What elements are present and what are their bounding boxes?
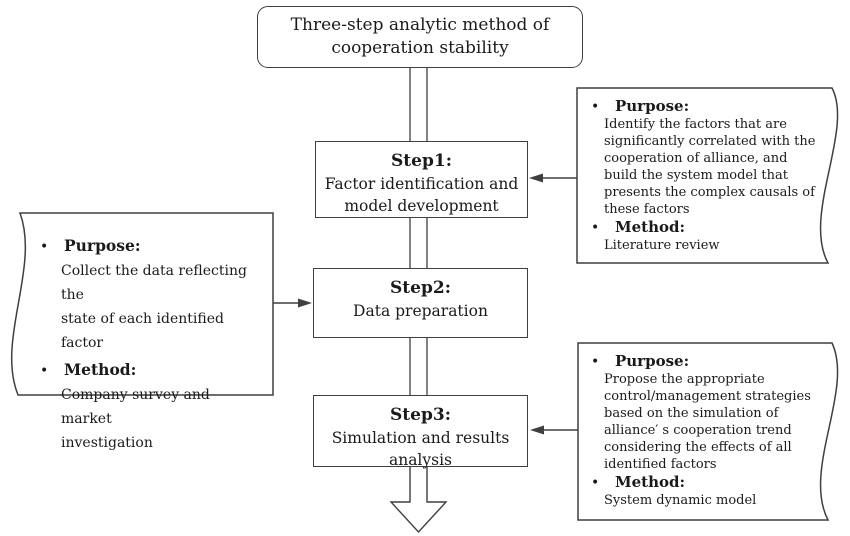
arrow-note2-to-step2 — [273, 298, 312, 308]
method-label: Method: — [64, 360, 137, 379]
purpose-text: Identify the factors that are significan… — [604, 117, 816, 217]
bullet-icon: • — [591, 220, 600, 236]
diagram-title: Three-step analytic method of cooperatio… — [290, 15, 550, 58]
step1-box: Step1: Factor identification and model d… — [315, 141, 528, 218]
step2-heading: Step2: — [390, 278, 451, 298]
shaft-segment-mid1 — [409, 218, 428, 268]
purpose-row: • Purpose: — [591, 352, 837, 371]
arrow-note3-to-step3 — [530, 425, 578, 435]
bullet-icon: • — [591, 354, 600, 370]
step1-body: Factor identification and model developm… — [324, 175, 519, 215]
purpose-label: Purpose: — [64, 236, 141, 255]
bullet-icon: • — [591, 99, 600, 115]
step1-note: • Purpose: Identify the factors that are… — [591, 88, 837, 272]
method-text: System dynamic model — [604, 493, 757, 508]
shaft-segment-top — [409, 68, 428, 141]
purpose-label: Purpose: — [615, 352, 690, 370]
note-step3-shape — [577, 342, 839, 521]
step2-box: Step2: Data preparation — [313, 268, 528, 338]
bullet-icon: • — [40, 239, 49, 255]
note-step2-shape — [10, 212, 274, 396]
bottom-hollow-arrow — [389, 467, 448, 534]
purpose-label: Purpose: — [615, 97, 690, 115]
arrow-note1-to-step1 — [529, 173, 577, 183]
title-box: Three-step analytic method of cooperatio… — [257, 6, 583, 68]
note-step1-shape — [576, 87, 839, 264]
purpose-row: • Purpose: — [40, 235, 260, 257]
purpose-row: • Purpose: — [591, 97, 837, 116]
step3-note: • Purpose: Propose the appropriate contr… — [591, 343, 837, 529]
shaft-segment-mid2 — [409, 338, 428, 395]
step3-heading: Step3: — [390, 405, 451, 425]
method-row: • Method: — [40, 359, 260, 381]
method-label: Method: — [615, 473, 686, 491]
method-label: Method: — [615, 218, 686, 236]
bullet-icon: • — [591, 475, 600, 491]
method-row: • Method: — [591, 218, 837, 237]
step1-heading: Step1: — [391, 151, 452, 171]
method-text: Literature review — [604, 238, 720, 253]
bullet-icon: • — [40, 363, 49, 379]
step2-body: Data preparation — [353, 302, 488, 320]
step2-note: • Purpose: Collect the data reflecting t… — [40, 226, 260, 451]
step3-box: Step3: Simulation and results analysis — [313, 395, 528, 469]
purpose-text: Collect the data reflecting the state of… — [61, 263, 247, 351]
purpose-text: Propose the appropriate control/manageme… — [604, 372, 811, 472]
method-row: • Method: — [591, 473, 837, 492]
step3-body: Simulation and results analysis — [331, 429, 510, 469]
method-text: Company survey and market investigation — [61, 387, 210, 451]
